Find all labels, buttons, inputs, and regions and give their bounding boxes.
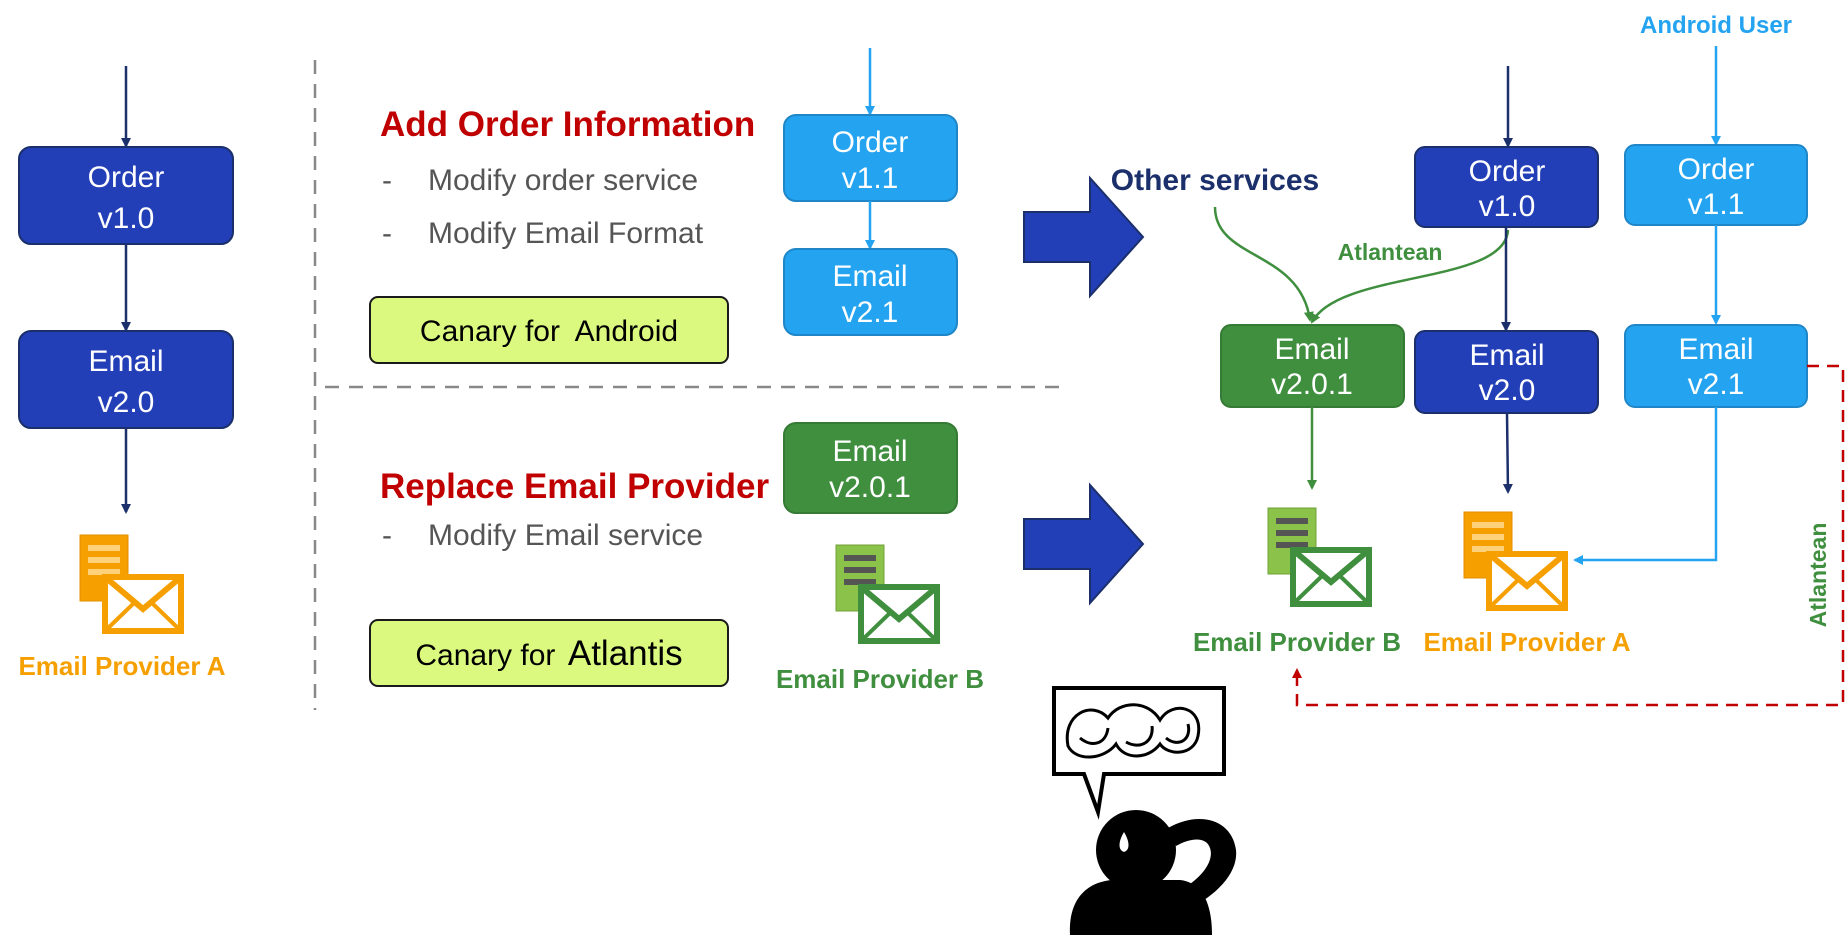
- order-v1-1-box-right[interactable]: Order v1.1: [1624, 144, 1808, 226]
- email-v2-0-1-box-right[interactable]: Email v2.0.1: [1220, 324, 1405, 408]
- canary-target: Android: [575, 315, 678, 348]
- provider-b-label-right: Email Provider B: [1193, 627, 1401, 657]
- box-label: Email: [1678, 333, 1753, 366]
- email-v2-0-box[interactable]: Email v2.0: [18, 330, 234, 429]
- bullet-dash: -: [382, 164, 392, 197]
- canary-prefix: Canary for: [415, 639, 555, 672]
- email-v2-1-box-right[interactable]: Email v2.1: [1624, 324, 1808, 408]
- atlantean-label: Atlantean: [1338, 239, 1443, 265]
- box-label: Order: [1469, 155, 1546, 188]
- email-provider-icon: [835, 544, 940, 644]
- canary-target: Atlantis: [568, 634, 683, 673]
- box-version: v2.0: [98, 386, 155, 419]
- email-provider-icon: [1267, 507, 1372, 607]
- canary-atlantis-button[interactable]: Canary for Atlantis: [369, 619, 729, 687]
- canary-prefix: Canary for: [420, 315, 560, 348]
- speech-bubble-icon: [1052, 686, 1226, 820]
- email-v2-0-1-box[interactable]: Email v2.0.1: [783, 422, 958, 514]
- svg-text:Canary for Atlantis: Canary for Atlantis: [415, 634, 682, 673]
- bullet-dash: -: [382, 217, 392, 250]
- heading-replace-provider: Replace Email Provider: [380, 467, 769, 506]
- bullet-dash: -: [382, 519, 392, 552]
- email-v2-0-box-right[interactable]: Email v2.0: [1414, 330, 1599, 414]
- svg-text:Canary for Android: Canary for Android: [420, 315, 678, 348]
- bullet-text: Modify Email service: [428, 519, 703, 552]
- box-version: v1.0: [1479, 190, 1536, 223]
- box-label: Email: [832, 435, 907, 468]
- left-column: Order v1.0 Email v2.0 Email Provider A: [18, 66, 234, 681]
- order-v1-0-box-right[interactable]: Order v1.0: [1414, 146, 1599, 228]
- box-version: v2.1: [842, 296, 899, 329]
- android-user-label: Android User: [1640, 12, 1792, 39]
- middle-bottom-panel: Replace Email Provider - Modify Email se…: [369, 422, 984, 694]
- box-label: Email: [1274, 333, 1349, 366]
- thinking-person-icon: [1052, 686, 1237, 935]
- box-label: Order: [1678, 153, 1755, 186]
- right-panel: Other services Android User Atlantean Or…: [1111, 12, 1845, 707]
- box-version: v2.0: [1479, 374, 1536, 407]
- email-v2-1-box[interactable]: Email v2.1: [783, 248, 958, 336]
- block-arrow-icon: [1023, 482, 1145, 606]
- box-label: Email: [1469, 339, 1544, 372]
- heading-add-order: Add Order Information: [380, 105, 755, 144]
- box-version: v1.1: [1688, 188, 1745, 221]
- box-label: Order: [88, 161, 165, 194]
- email-provider-icon: [79, 534, 184, 634]
- bullet-text: Modify order service: [428, 164, 698, 197]
- canary-android-button[interactable]: Canary for Android: [369, 296, 729, 364]
- box-version: v2.0.1: [829, 471, 911, 504]
- email-provider-icon: [1463, 511, 1568, 611]
- box-label: Email: [88, 345, 163, 378]
- box-version: v1.1: [842, 162, 899, 195]
- provider-a-label-right: Email Provider A: [1423, 627, 1630, 657]
- box-version: v1.0: [98, 202, 155, 235]
- box-version: v2.1: [1688, 368, 1745, 401]
- bullet-text: Modify Email Format: [428, 217, 704, 250]
- box-label: Email: [832, 260, 907, 293]
- provider-b-label: Email Provider B: [776, 664, 984, 694]
- order-v1-1-box[interactable]: Order v1.1: [783, 114, 958, 202]
- order-v1-0-box[interactable]: Order v1.0: [18, 146, 234, 245]
- box-label: Order: [832, 126, 909, 159]
- provider-a-label: Email Provider A: [18, 651, 225, 681]
- block-arrow-icon: [1023, 175, 1145, 299]
- box-version: v2.0.1: [1271, 368, 1353, 401]
- other-services-label: Other services: [1111, 164, 1319, 197]
- middle-top-panel: Add Order Information - Modify order ser…: [369, 48, 958, 364]
- atlantean-vertical-label: Atlantean: [1805, 523, 1831, 628]
